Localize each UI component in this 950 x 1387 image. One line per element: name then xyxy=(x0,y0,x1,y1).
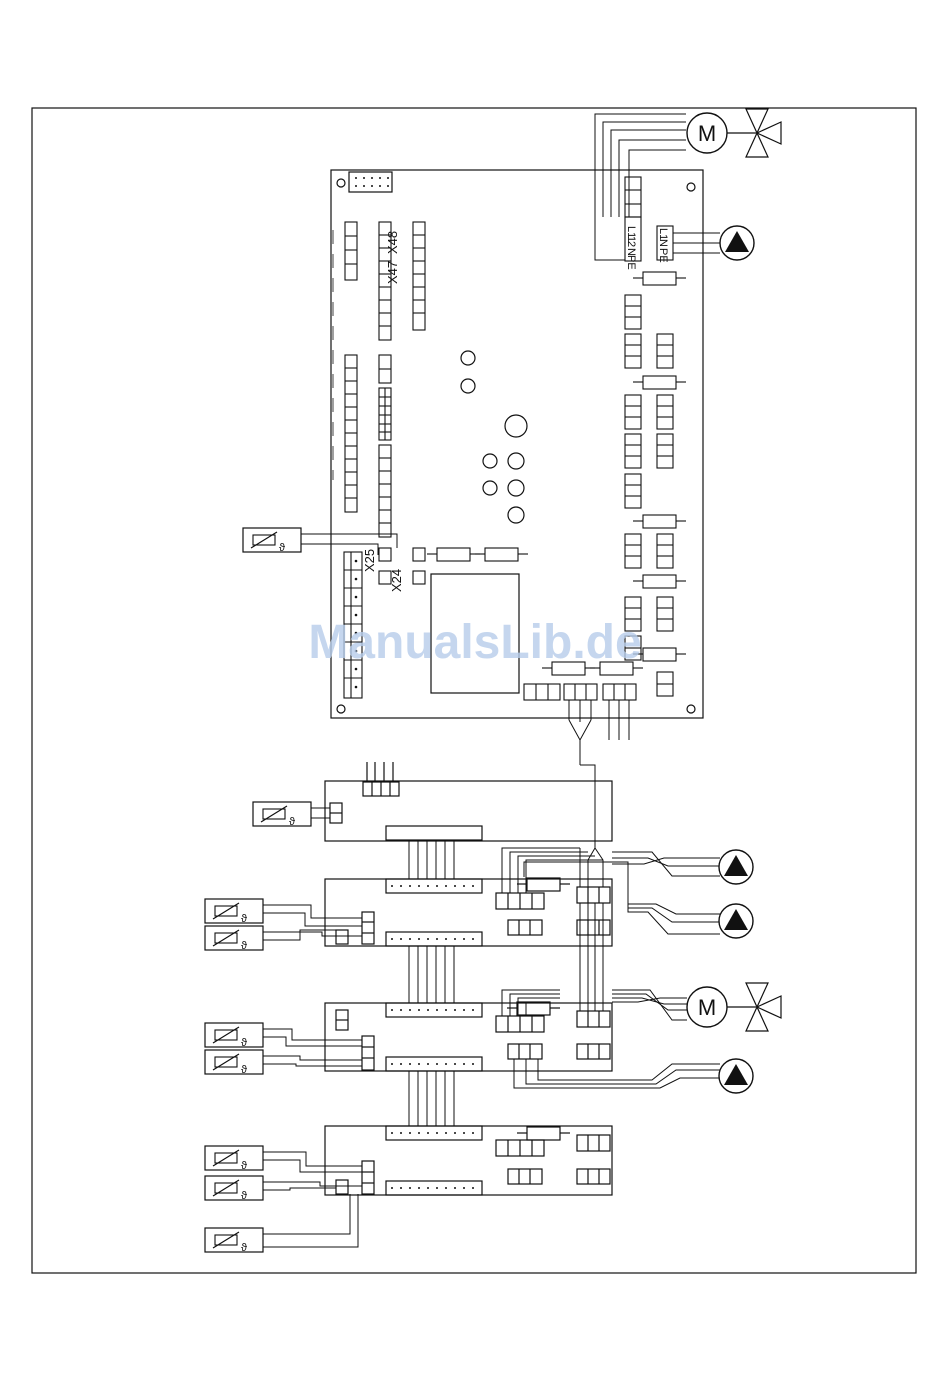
module2-sensor-2-symbol: ϑ xyxy=(241,940,247,952)
expansion-module-2 xyxy=(325,878,612,946)
module3-sensor-1-symbol: ϑ xyxy=(241,1037,247,1049)
module4-wiring xyxy=(263,1152,362,1247)
module2-sensor-1-symbol: ϑ xyxy=(241,913,247,925)
module4-sensor-1-icon xyxy=(205,1146,263,1170)
label-x25: X25 xyxy=(362,549,377,572)
top-mixer-motor: M xyxy=(687,113,756,153)
ribbon-cable-3 xyxy=(409,1071,454,1126)
module4-sensor-2-symbol: ϑ xyxy=(241,1190,247,1202)
top-header-pins xyxy=(355,177,389,187)
expansion-module-1 xyxy=(325,762,612,841)
module3-mixer-motor: M xyxy=(687,987,756,1027)
module4-sensor-3-icon xyxy=(205,1228,263,1252)
terminal-label-pe-b: PE xyxy=(657,248,669,263)
label-x48: X48 xyxy=(385,231,400,254)
module2-pump-2-icon xyxy=(719,904,753,938)
module2-pump-1-icon xyxy=(719,850,753,884)
ribbon-cable-1 xyxy=(409,841,454,879)
module4-sensor-1-symbol: ϑ xyxy=(241,1160,247,1172)
module3-wiring xyxy=(263,990,720,1088)
module2-sensor-2-icon xyxy=(205,926,263,950)
label-x47: X47 xyxy=(385,261,400,284)
label-x24: X24 xyxy=(389,569,404,592)
module3-sensor-1-icon xyxy=(205,1023,263,1047)
motor-label-top: M xyxy=(698,121,716,146)
module4-sensor-3-symbol: ϑ xyxy=(241,1242,247,1254)
top-pump-icon xyxy=(720,226,754,260)
main-board-fuses xyxy=(427,272,686,675)
module2-sensor-1-icon xyxy=(205,899,263,923)
module1-sensor-symbol: ϑ xyxy=(289,816,295,828)
module1-sensor-icon xyxy=(253,802,311,826)
watermark: ManualsLib.de xyxy=(308,616,641,669)
bus-vertical xyxy=(580,903,603,1011)
module2-wiring xyxy=(263,848,720,940)
terminal-label-n-b: N xyxy=(657,239,669,247)
module3-sensor-2-icon xyxy=(205,1050,263,1074)
main-board-sensor-symbol: ϑ xyxy=(279,542,285,554)
module3-pump-icon xyxy=(719,1059,753,1093)
terminal-label-2: 2 xyxy=(625,241,637,247)
motor-label-module3: M xyxy=(698,995,716,1020)
expansion-module-4 xyxy=(325,1126,612,1195)
module4-sensor-2-icon xyxy=(205,1176,263,1200)
ribbon-cable-2 xyxy=(409,946,454,1003)
power-terminal-block-pump: L1 N PE xyxy=(657,226,673,263)
module3-sensor-2-symbol: ϑ xyxy=(241,1064,247,1076)
power-terminal-block-mixer: L1 1 2 N PE xyxy=(625,217,641,270)
outer-frame xyxy=(32,108,916,1273)
bus-cable xyxy=(569,700,629,848)
expansion-module-3 xyxy=(325,1002,612,1071)
terminal-label-pe-a: PE xyxy=(625,255,637,270)
main-board-sensor-icon xyxy=(243,528,301,552)
